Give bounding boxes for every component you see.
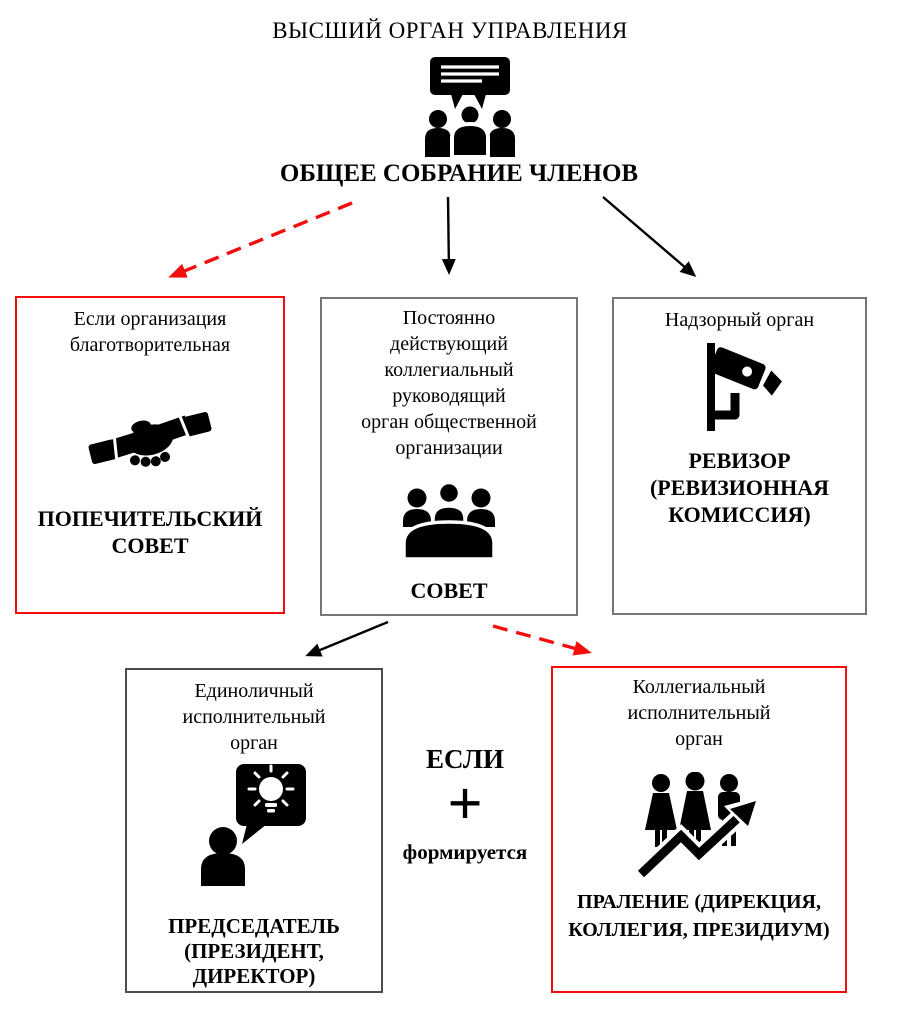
- board-label: ПРАЛЕНИЕ (ДИРЕКЦИЯ, КОЛЛЕГИЯ, ПРЕЗИДИУМ): [568, 891, 830, 941]
- trustee-caption: Если организация благотворительная: [69, 308, 231, 356]
- note-forms: формируется: [402, 840, 528, 864]
- auditor-label: РЕВИЗОР (РЕВИЗИОННАЯ КОМИССИЯ): [649, 448, 830, 527]
- person-idea-icon: [196, 764, 312, 886]
- chairman-caption: Единоличный исполнительный орган: [182, 680, 326, 754]
- meeting-icon: [397, 481, 501, 559]
- arrow-assembly-to-council: [441, 196, 456, 275]
- team-growth-arrow-icon: [629, 772, 769, 880]
- trustee-label: ПОПЕЧИТЕЛЬСКИЙ СОВЕТ: [37, 506, 263, 558]
- arrow-assembly-to-auditor: [602, 196, 697, 277]
- council-label: СОВЕТ: [410, 578, 488, 603]
- box-executive-board: Коллегиальный исполнительный орган: [551, 666, 847, 993]
- box-auditor: Надзорный орган РЕВИЗОР (РЕВИЗИОННАЯ КОМ…: [612, 297, 867, 615]
- general-assembly-label: ОБЩЕЕ СОБРАНИЕ ЧЛЕНОВ: [279, 160, 639, 187]
- box-council: Постоянно действующий коллегиальный руко…: [320, 297, 578, 616]
- arrow-council-to-chairman: [305, 620, 389, 657]
- auditor-caption: Надзорный орган: [664, 309, 815, 331]
- group-discussion-icon: [424, 57, 516, 157]
- council-caption: Постоянно действующий коллегиальный руко…: [361, 307, 537, 459]
- board-caption: Коллегиальный исполнительный орган: [627, 676, 771, 750]
- plus-sign: +: [447, 770, 483, 838]
- box-trustee-council: Если организация благотворительная: [15, 296, 285, 614]
- arrow-council-to-board: [492, 624, 592, 656]
- handshake-icon: [88, 394, 212, 482]
- arrow-assembly-to-trustee: [168, 201, 353, 278]
- note-condition: ЕСЛИ: [426, 744, 504, 774]
- box-chairman: Единоличный исполнительный орган: [125, 668, 383, 993]
- cctv-camera-icon: [691, 343, 787, 437]
- page-title: ВЫСШИЙ ОРГАН УПРАВЛЕНИЯ: [272, 18, 628, 43]
- chairman-label: ПРЕДСЕДАТЕЛЬ (ПРЕЗИДЕНТ, ДИРЕКТОР): [168, 914, 340, 988]
